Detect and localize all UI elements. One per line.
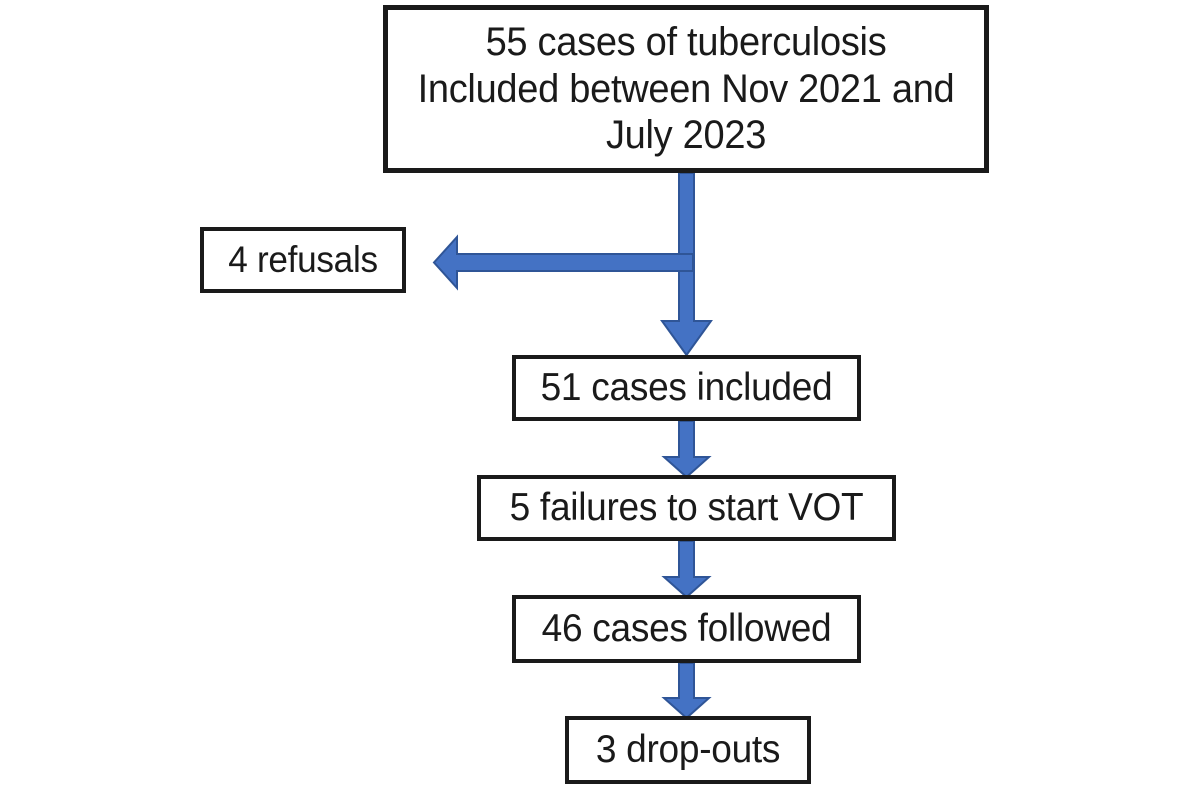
node-failures-label: 5 failures to start VOT bbox=[509, 486, 864, 530]
node-refusals-box[interactable]: 4 refusals bbox=[200, 227, 406, 293]
down-arrow-to-dropouts-icon bbox=[661, 662, 712, 720]
node-included-label: 51 cases included bbox=[540, 366, 833, 410]
down-arrow-to-failures-icon bbox=[661, 420, 712, 479]
down-arrow-to-followed-icon bbox=[661, 540, 712, 599]
node-refusals-label: 4 refusals bbox=[228, 238, 378, 280]
node-followed-label: 46 cases followed bbox=[541, 607, 832, 651]
node-cohort-label: 55 cases of tuberculosis Included betwee… bbox=[417, 20, 955, 158]
node-dropouts-label: 3 drop-outs bbox=[595, 728, 781, 772]
node-failures-box[interactable]: 5 failures to start VOT bbox=[477, 475, 896, 541]
left-arrow-to-refusals-icon bbox=[432, 234, 694, 291]
node-included-box[interactable]: 51 cases included bbox=[512, 355, 861, 421]
node-followed-box[interactable]: 46 cases followed bbox=[512, 595, 861, 663]
node-cohort-box[interactable]: 55 cases of tuberculosis Included betwee… bbox=[383, 5, 989, 173]
node-dropouts-box[interactable]: 3 drop-outs bbox=[565, 716, 811, 784]
